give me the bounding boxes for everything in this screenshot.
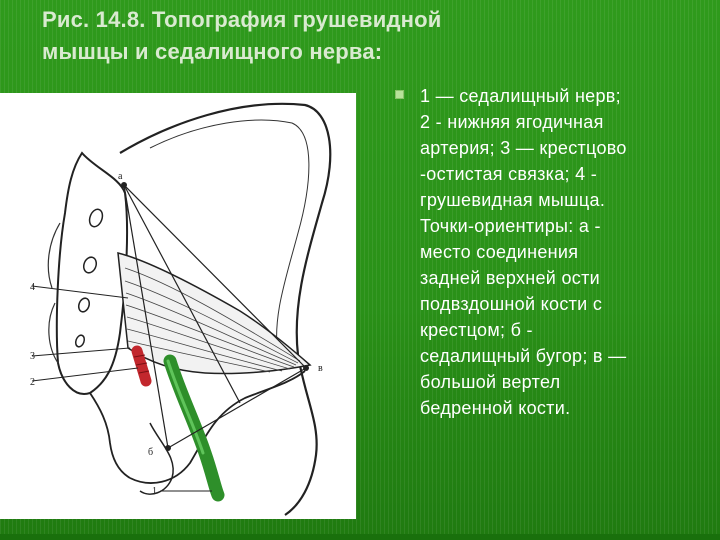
sacral-foramen-2 xyxy=(82,256,98,274)
anatomy-drawing: а б в 4 3 2 1 xyxy=(30,102,332,516)
sciatic-nerve xyxy=(163,354,225,502)
bottom-band xyxy=(0,534,720,540)
slide-title: Рис. 14.8. Топография грушевидной мышцы … xyxy=(42,4,662,68)
point-v-marker xyxy=(303,365,309,371)
sacral-foramen-1 xyxy=(88,208,104,228)
ischium-outline xyxy=(129,370,306,484)
sacrum-outline xyxy=(55,151,129,395)
label-2: 2 xyxy=(30,377,35,388)
point-v-label: в xyxy=(318,363,323,374)
label-4: 4 xyxy=(30,282,35,293)
point-a-label: а xyxy=(118,171,123,182)
label-3: 3 xyxy=(30,351,35,362)
caption-line: грушевидная мышца. xyxy=(420,190,606,210)
caption-line: крестцом; б - xyxy=(420,320,533,340)
label-1: 1 xyxy=(152,486,157,497)
caption-line: 1 — седалищный нерв; xyxy=(420,86,621,106)
caption-line: седалищный бугор; в — xyxy=(420,346,627,366)
muscle-fibers xyxy=(124,267,301,373)
sacral-foramen-3 xyxy=(77,297,91,313)
caption-line: задней верхней ости xyxy=(420,268,600,288)
leader-lines xyxy=(31,285,212,492)
caption-line: подвздошной кости с xyxy=(420,294,603,314)
caption-line: бедренной кости. xyxy=(420,398,571,418)
caption-line: 2 - нижняя ягодичная xyxy=(420,112,604,132)
ilium-inner-contour xyxy=(149,119,310,356)
sciatic-nerve-highlight xyxy=(166,359,205,455)
point-b-marker xyxy=(165,445,171,451)
caption-line: место соединения xyxy=(420,242,579,262)
piriformis-muscle xyxy=(117,252,312,375)
title-line-1: Рис. 14.8. Топография грушевидной xyxy=(42,7,442,32)
caption-text: 1 — седалищный нерв; 2 - нижняя ягодична… xyxy=(420,83,690,421)
artery-stripes xyxy=(133,354,150,374)
title-line-2: мышцы и седалищного нерва: xyxy=(42,39,383,64)
ilium-outline xyxy=(119,102,332,516)
reference-triangle xyxy=(123,184,307,449)
sacrum-ridge xyxy=(47,222,61,364)
sacral-foramen-4 xyxy=(74,334,86,348)
inferior-gluteal-artery xyxy=(131,345,152,387)
point-b-label: б xyxy=(148,447,153,458)
anatomy-figure: а б в 4 3 2 1 xyxy=(0,93,356,519)
caption-list: 1 — седалищный нерв; 2 - нижняя ягодична… xyxy=(395,83,695,421)
caption-line: артерия; 3 — крестцово xyxy=(420,138,627,158)
point-a-marker xyxy=(121,182,127,188)
coccyx-outline xyxy=(89,392,131,479)
ischial-tuberosity xyxy=(139,422,174,495)
square-bullet-icon xyxy=(395,90,404,99)
caption-line: Точки-ориентиры: а - xyxy=(420,216,601,236)
caption-line: -остистая связка; 4 - xyxy=(420,164,598,184)
caption-line: большой вертел xyxy=(420,372,561,392)
